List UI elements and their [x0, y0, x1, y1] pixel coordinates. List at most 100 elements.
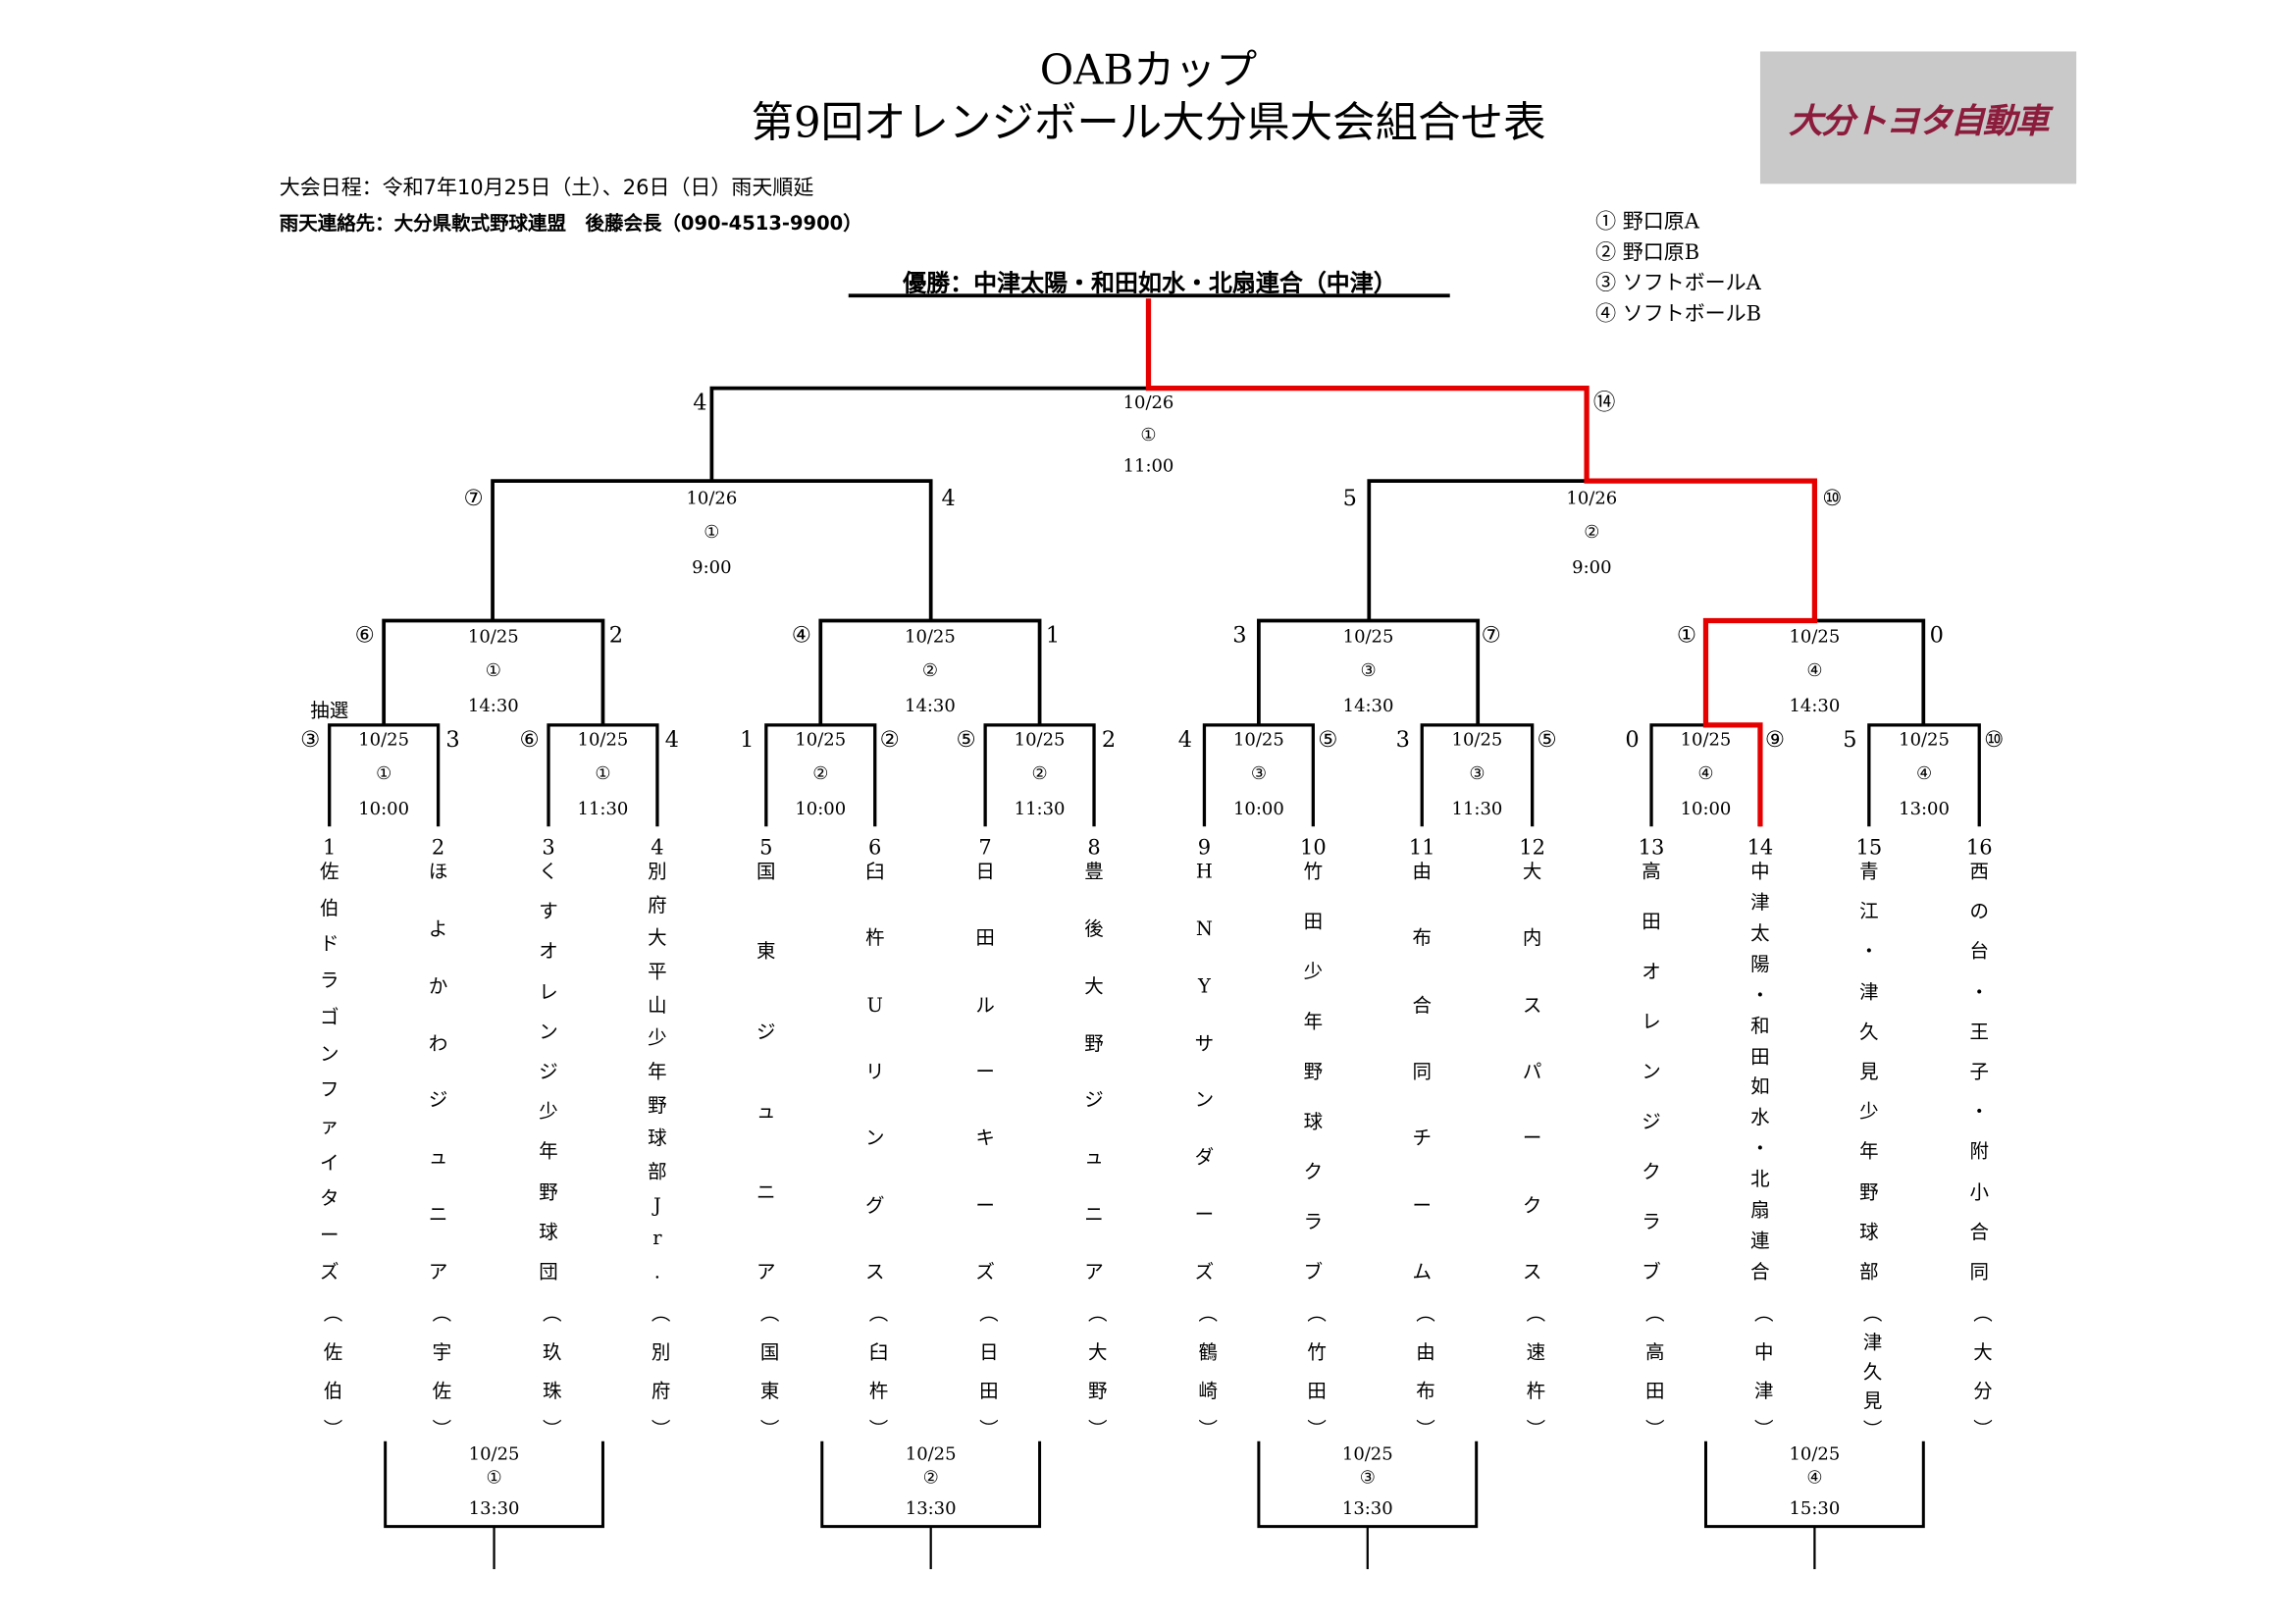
character: ほ	[428, 862, 448, 884]
character: 如	[1750, 1076, 1770, 1100]
character: H	[1195, 862, 1213, 884]
match-venue: ②	[923, 1468, 939, 1489]
character: 年	[539, 1141, 558, 1164]
match-date: 10/26	[1123, 393, 1174, 413]
character: 高	[1642, 862, 1661, 884]
team-name: ほよかわジュニア	[421, 864, 456, 1283]
venue-legend-2: ② 野口原B	[1595, 236, 1699, 266]
character: 少	[539, 1101, 558, 1125]
match-date: 10/25	[1452, 729, 1503, 750]
character: U	[866, 995, 883, 1018]
team-number: 6	[868, 836, 882, 861]
schedule-text: 大会日程：令和7年10月25日（土）、26日（日）雨天順延	[279, 176, 814, 200]
character: ク	[1303, 1161, 1324, 1184]
character: 大	[1522, 862, 1542, 884]
round1-bracket	[1867, 723, 1981, 827]
character: ラ	[319, 970, 339, 993]
character: ブ	[1642, 1261, 1661, 1284]
character: 部	[1859, 1261, 1879, 1284]
team-region: ︵宇佐︶	[428, 1302, 450, 1458]
match-venue: ①	[376, 763, 391, 784]
character: よ	[428, 918, 448, 941]
character: キ	[975, 1127, 995, 1151]
character: ク	[1522, 1194, 1542, 1218]
team-region: ︵日田︶	[974, 1302, 998, 1458]
sponsor-logo-text: 大分トヨタ自動車	[1789, 102, 2049, 141]
right-score: 0	[1930, 622, 1944, 648]
match-time: 14:30	[1789, 696, 1840, 716]
venue-mark: ④	[1595, 302, 1617, 327]
team-region: ︵津久見︶	[1858, 1302, 1881, 1449]
team-name: 由布合同チーム	[1404, 864, 1439, 1283]
match-date: 10/25	[578, 729, 629, 750]
match-venue: ①	[486, 660, 501, 681]
character: 野	[1084, 1032, 1104, 1056]
character: 少	[1859, 1101, 1879, 1125]
character: 見	[1859, 1061, 1879, 1084]
match-date: 10/25	[1789, 1444, 1840, 1465]
right-score: ⑩	[1822, 486, 1842, 511]
character: の	[1969, 901, 1989, 924]
team-name: 中津太陽・和田如水・北扇連合	[1743, 864, 1778, 1283]
team-region: ︵由布︶	[1411, 1302, 1434, 1458]
character: 後	[1084, 918, 1104, 941]
character: 部	[648, 1161, 667, 1184]
sponsor-logo: 大分トヨタ自動車	[1759, 51, 2077, 184]
match-date: 10/25	[469, 1444, 520, 1465]
team-region: ︵速杵︶	[1522, 1302, 1544, 1458]
character: 江	[1859, 901, 1879, 924]
left-score: ③	[300, 727, 320, 753]
character: 年	[1859, 1141, 1879, 1164]
right-score: 4	[942, 486, 956, 511]
character: ア	[1084, 1261, 1104, 1284]
character: フ	[319, 1079, 339, 1102]
character: ・	[1750, 1138, 1770, 1161]
character: 水	[1750, 1108, 1770, 1130]
team-name: 豊後大野ジュニア	[1076, 864, 1112, 1283]
character: ダ	[1194, 1147, 1215, 1170]
character: ズ	[319, 1261, 339, 1284]
character: 田	[1303, 912, 1324, 934]
team-name: くすオレンジ少年野球団	[531, 864, 566, 1283]
match-time: 13:30	[1342, 1498, 1393, 1519]
character: ラ	[1642, 1211, 1661, 1234]
team-region: ︵竹田︶	[1302, 1302, 1326, 1458]
match-venue: ③	[1360, 1468, 1376, 1489]
champion-label: 優勝：中津太陽・和田如水・北扇連合（中津）	[903, 269, 1397, 297]
venue-name: 野口原B	[1622, 240, 1700, 265]
character: 子	[1969, 1061, 1989, 1084]
character: 野	[1859, 1181, 1879, 1204]
match-date: 10/25	[1343, 626, 1394, 647]
match-time: 10:00	[1233, 799, 1284, 819]
title-line-2: 第9回オレンジボール大分県大会組合せ表	[751, 96, 1546, 147]
left-score: ④	[792, 622, 811, 648]
character: ジ	[1084, 1090, 1104, 1113]
venue-legend-1: ① 野口原A	[1595, 206, 1699, 236]
character: 台	[1969, 941, 1989, 965]
character: 久	[1859, 1022, 1879, 1044]
left-score: 5	[1843, 727, 1856, 753]
left-score: 5	[1343, 486, 1357, 511]
character: 田	[1750, 1046, 1770, 1069]
character: パ	[1522, 1062, 1542, 1084]
team-region: ︵別府︶	[647, 1302, 669, 1458]
right-score: ⑩	[1984, 727, 2004, 753]
team-region: ︵高田︶	[1641, 1302, 1664, 1458]
round1-bracket	[764, 723, 877, 827]
character: 野	[539, 1181, 558, 1204]
character: 小	[1969, 1181, 1989, 1204]
character: ゴ	[319, 1007, 339, 1029]
round1-bracket	[1202, 723, 1315, 827]
team-region: ︵臼杵︶	[864, 1302, 887, 1458]
character: 合	[1750, 1261, 1770, 1284]
character: ン	[864, 1127, 885, 1151]
left-score: 1	[740, 727, 754, 753]
match-venue: ④	[1916, 763, 1932, 784]
character: 球	[648, 1127, 667, 1151]
match-date: 10/25	[1342, 1444, 1393, 1465]
character: N	[1195, 918, 1213, 941]
match-time: 13:30	[906, 1498, 957, 1519]
team-number: 11	[1408, 836, 1435, 861]
right-score: 2	[1102, 727, 1116, 753]
character: 津	[1750, 892, 1770, 916]
